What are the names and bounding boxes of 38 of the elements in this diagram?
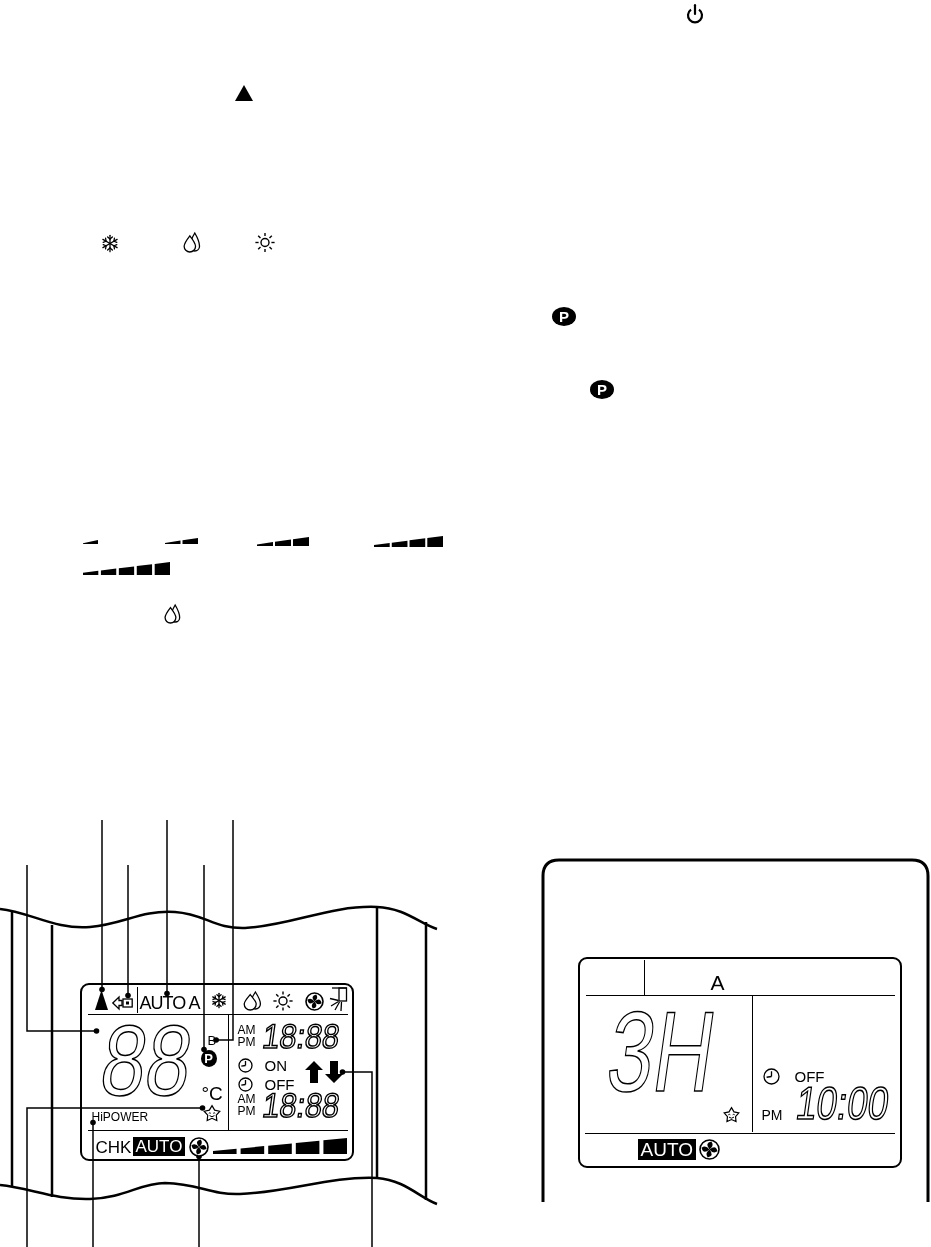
- pm-label: PM: [237, 1035, 256, 1048]
- smiling-star-icon: [202, 1103, 221, 1122]
- am-label: AM: [237, 1023, 256, 1036]
- letter-label: A: [710, 971, 725, 993]
- temperature-digits: 88: [96, 1020, 197, 1099]
- p-symbol: P: [552, 307, 576, 326]
- timer-digits: 3H: [602, 1007, 720, 1097]
- auto-fan-label: AUTO: [132, 1136, 186, 1156]
- lcd-panel: [80, 983, 354, 1161]
- am-label: AM: [237, 1092, 256, 1105]
- up-down-arrows-icon: [304, 1060, 343, 1083]
- p-symbol: P: [200, 1049, 217, 1067]
- leader-line: [164, 819, 170, 997]
- leader-line: [213, 819, 234, 1043]
- pm-label: PM: [761, 1107, 783, 1122]
- lcd-panel: [578, 957, 902, 1168]
- on-label: ON: [264, 1057, 287, 1073]
- leader-line: [99, 819, 105, 993]
- off-label: OFF: [794, 1068, 825, 1084]
- leader-line: [26, 864, 100, 1034]
- time-digits: 10:00: [793, 1085, 891, 1122]
- leader-line: [26, 1105, 206, 1247]
- p-symbol: P: [590, 380, 614, 399]
- hipower-label: HiPOWER: [91, 1110, 149, 1123]
- auto-fan-label: AUTO: [637, 1138, 696, 1160]
- letter-label: A: [188, 993, 201, 1012]
- temperature-unit-label: °C: [201, 1083, 223, 1103]
- arrow-square-icon: [111, 995, 133, 1010]
- fan-icon: [188, 1136, 209, 1157]
- leader-line: [201, 864, 207, 1053]
- off-label: OFF: [264, 1076, 295, 1092]
- check-label: CHK: [95, 1138, 132, 1156]
- leader-line: [90, 1119, 96, 1247]
- pm-label: PM: [237, 1104, 256, 1117]
- auto-label: AUTO: [139, 993, 186, 1012]
- leader-line: [125, 864, 131, 999]
- triangle-icon: [94, 989, 108, 1010]
- leader-line: [339, 1069, 373, 1247]
